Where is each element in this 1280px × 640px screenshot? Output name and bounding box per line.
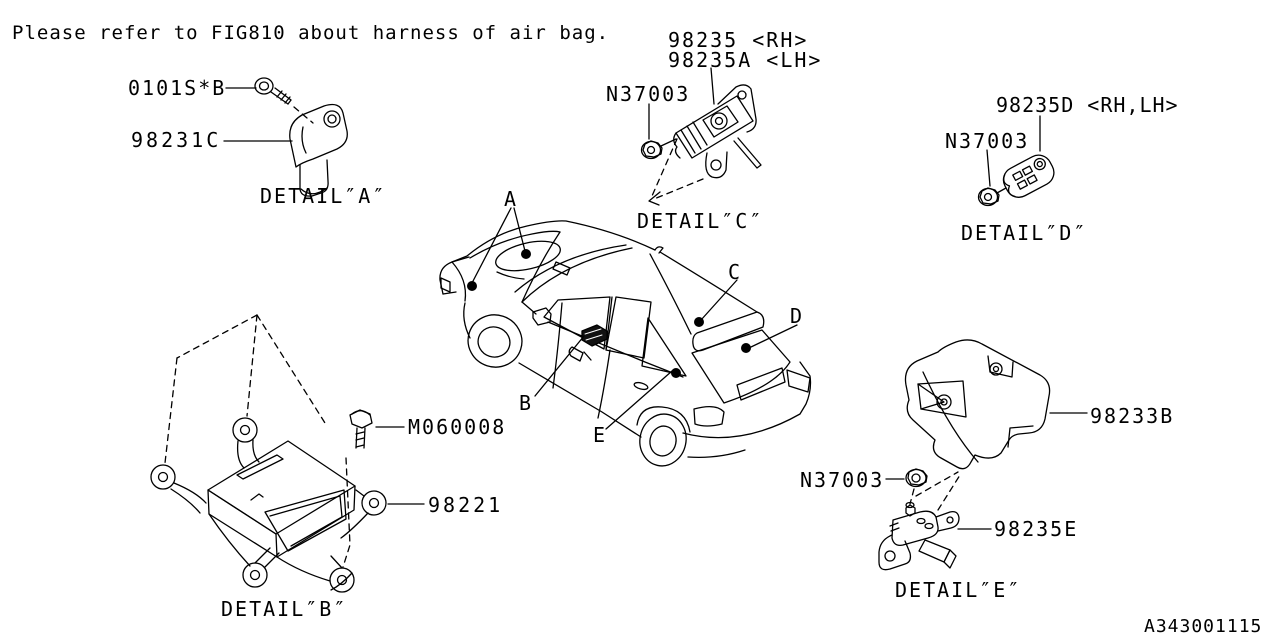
harness-note: Please refer to FIG810 about harness of … <box>12 22 610 44</box>
car-marker-d: D <box>790 304 803 328</box>
part-label-n37003-d: N37003 <box>945 129 1030 153</box>
detail-d-caption: DETAIL″D″ <box>961 221 1088 245</box>
part-label-98235e: 98235E <box>994 517 1079 541</box>
rear-sensor-part <box>878 501 960 571</box>
drawing-code: A343001115 <box>1144 616 1263 637</box>
detail-a-caption: DETAIL″A″ <box>260 184 387 208</box>
detail-b-drawing <box>150 314 425 593</box>
bolt-icon <box>349 409 373 449</box>
part-label-98235-rh: 98235 <RH> <box>668 28 809 52</box>
detail-e-drawing <box>878 339 1088 571</box>
part-label-98233b: 98233B <box>1090 404 1175 428</box>
car-marker-e: E <box>593 423 606 447</box>
part-label-98235a-lh: 98235A <LH> <box>668 48 823 72</box>
part-label-98235d: 98235D <RH,LH> <box>996 93 1179 117</box>
sensor-cover-part <box>904 339 1051 470</box>
screw-icon <box>254 77 292 105</box>
car-illustration <box>439 220 812 467</box>
control-module-part <box>150 417 387 593</box>
marker-leaders <box>467 207 798 430</box>
part-label-n37003-c: N37003 <box>606 82 691 106</box>
pointer-arrow <box>648 191 661 206</box>
detail-b-caption: DETAIL″B″ <box>221 597 348 621</box>
curtain-sensor-part <box>1002 154 1055 198</box>
part-label-98231c: 98231C <box>131 128 222 152</box>
part-label-n37003-e: N37003 <box>800 468 885 492</box>
part-label-m060008: M060008 <box>408 415 507 439</box>
detail-a-drawing <box>223 77 348 197</box>
interior-module-sketch <box>568 324 608 362</box>
detail-d-drawing <box>977 115 1055 207</box>
car-marker-c: C <box>728 260 741 284</box>
detail-c-caption: DETAIL″C″ <box>637 209 764 233</box>
front-sensor-part <box>289 103 348 197</box>
part-label-0101sb: 0101S*B <box>128 76 227 100</box>
car-marker-a: A <box>504 187 517 211</box>
nut-icon <box>977 187 1000 207</box>
nut-icon <box>640 140 663 160</box>
part-label-98221: 98221 <box>428 493 504 517</box>
side-sensor-part <box>673 84 762 179</box>
detail-e-caption: DETAIL″E″ <box>895 578 1022 602</box>
car-marker-b: B <box>519 391 532 415</box>
nut-icon <box>905 468 928 488</box>
detail-c-drawing <box>640 67 762 206</box>
